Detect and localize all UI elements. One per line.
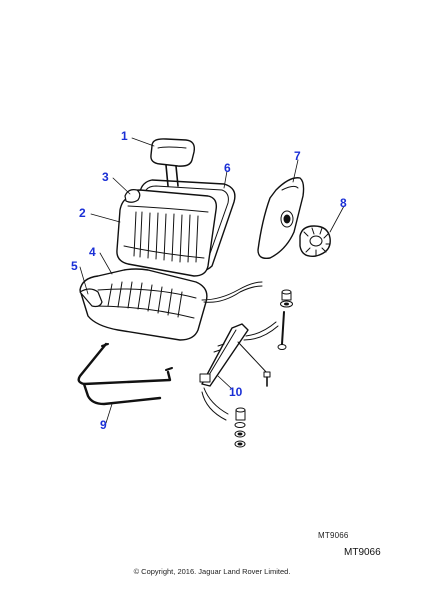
recline-knob (299, 225, 331, 257)
callout-6: 6 (224, 161, 231, 175)
seat-wiring (201, 281, 263, 303)
seat-cushion (79, 268, 208, 341)
bushing-upper (280, 289, 293, 308)
seat-slide-runner (199, 321, 279, 387)
callout-1: 1 (121, 129, 128, 143)
seat-frame-tube (77, 342, 173, 406)
callout-10: 10 (229, 385, 243, 399)
seat-back-cushion (116, 189, 218, 277)
callout-5: 5 (71, 259, 78, 273)
diagram-reference-large: MT9066 (344, 547, 381, 558)
callout-7: 7 (294, 149, 301, 163)
leader-lines (79, 137, 345, 424)
long-bolt (277, 311, 287, 350)
bushing-stack-lower (201, 387, 246, 448)
callout-3: 3 (102, 170, 109, 184)
callout-2: 2 (79, 206, 86, 220)
callout-8: 8 (340, 196, 347, 210)
small-screw (263, 371, 271, 387)
callout-4: 4 (89, 245, 96, 259)
copyright-notice: © Copyright, 2016. Jaguar Land Rover Lim… (133, 567, 291, 576)
callout-labels: 1 2 3 4 5 6 7 8 9 10 (71, 129, 347, 432)
callout-9: 9 (100, 418, 107, 432)
side-trim-panel (257, 177, 305, 260)
headrest (150, 138, 196, 187)
diagram-reference-small: MT9066 (318, 531, 349, 540)
